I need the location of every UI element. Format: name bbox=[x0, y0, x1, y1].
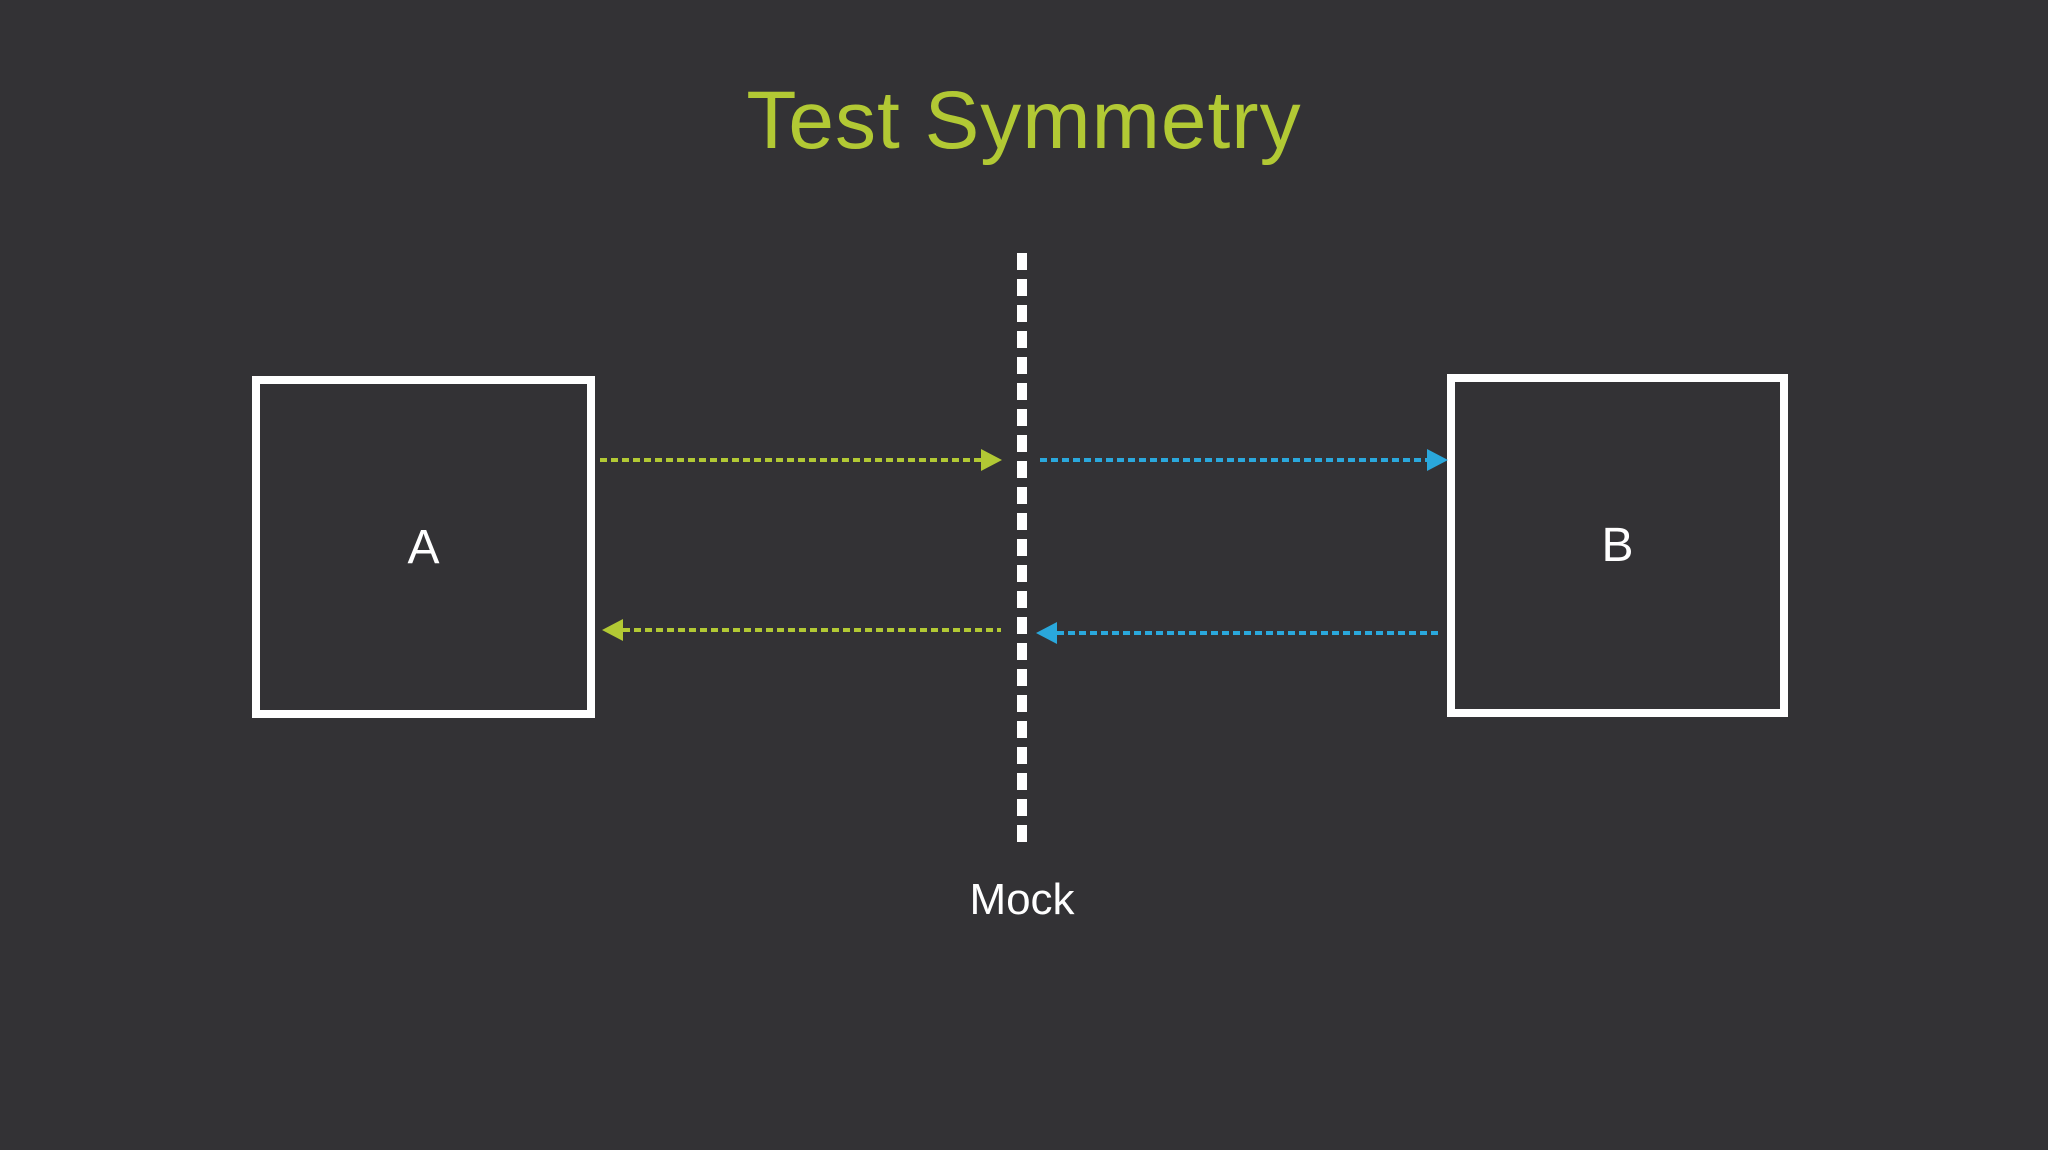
box-a-label: A bbox=[407, 520, 440, 574]
arrow-mock-to-a-line bbox=[623, 628, 1001, 632]
arrow-mock-to-b-head-icon bbox=[1427, 449, 1448, 471]
box-b: B bbox=[1447, 374, 1788, 717]
mock-boundary-label: Mock bbox=[969, 875, 1075, 924]
arrow-a-to-mock-head-icon bbox=[981, 449, 1002, 471]
box-a: A bbox=[252, 376, 595, 718]
arrow-a-to-mock-line bbox=[600, 458, 981, 462]
mock-boundary-dashed-line bbox=[1017, 253, 1027, 847]
arrow-mock-to-b-line bbox=[1040, 458, 1427, 462]
box-b-label: B bbox=[1601, 519, 1634, 572]
arrow-b-to-mock-head-icon bbox=[1036, 622, 1057, 644]
diagram-title: Test Symmetry bbox=[746, 75, 1302, 166]
arrow-b-to-mock-line bbox=[1057, 631, 1442, 635]
arrow-mock-to-a-head-icon bbox=[602, 619, 623, 641]
